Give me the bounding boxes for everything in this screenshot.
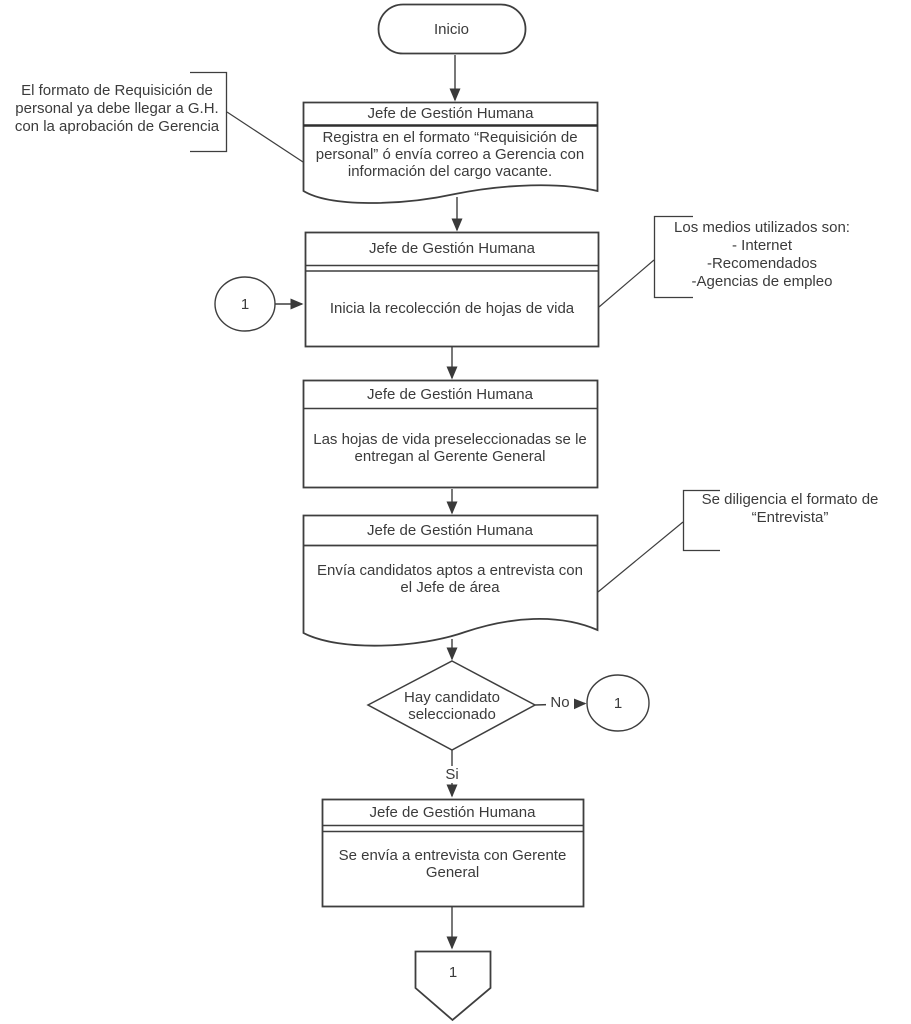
medios-note-item: -Agencias de empleo [691,273,833,290]
medios-note-text: Los medios utilizados son: - Internet -R… [662,219,862,291]
left-note-leader-line [226,111,304,163]
left-note-text: El formato de Requisición de personal ya… [14,82,220,135]
start-terminator-shape [377,3,527,55]
offpage-label: 1 [448,963,458,981]
proc3-header: Jefe de Gestión Humana [369,803,536,821]
doc1-document-shape [302,101,599,204]
edge-label-si: Si [439,766,465,783]
proc1-header: Jefe de Gestión Humana [369,240,535,257]
medios-note-item: -Recomendados [706,255,818,272]
proc1-body: Inicia la recolección de hojas de vida [329,300,575,317]
proc3-body: Se envía a entrevista con Gerente Genera… [338,847,567,881]
offpage-connector-shape [414,950,492,1022]
entrevista-note-text: Se diligencia el formato de “Entrevista” [701,491,879,526]
proc2-body: Las hojas de vida preseleccionadas se le… [313,431,587,465]
medios-note-leader-line [598,259,655,308]
doc2-header: Jefe de Gestión Humana [367,521,533,539]
start-label: Inicio [433,20,470,38]
doc1-body: Registra en el formato “Requisición de p… [315,128,585,180]
proc3-process-shape [321,798,585,908]
proc2-process-shape [302,379,599,489]
entrevista-note-bracket [682,489,720,552]
connector-no-label: 1 [613,694,623,712]
doc1-header: Jefe de Gestión Humana [367,105,534,122]
proc1-process-shape [304,231,600,348]
left-note-bracket [190,71,228,153]
proc2-header: Jefe de Gestión Humana [367,385,533,403]
doc2-body: Envía candidatos aptos a entrevista con … [316,562,583,596]
connector-in-label: 1 [240,295,250,313]
connector-no-circle [586,674,650,732]
medios-note-title: Los medios utilizados son: [674,219,850,236]
medios-note-bracket [653,215,693,299]
decision-label: Hay candidato seleccionado [404,689,500,723]
medios-note-item: - Internet [731,237,793,254]
doc2-document-shape [302,514,599,647]
edge-label-no: No [546,694,574,711]
entrevista-note-leader-line [597,521,684,593]
